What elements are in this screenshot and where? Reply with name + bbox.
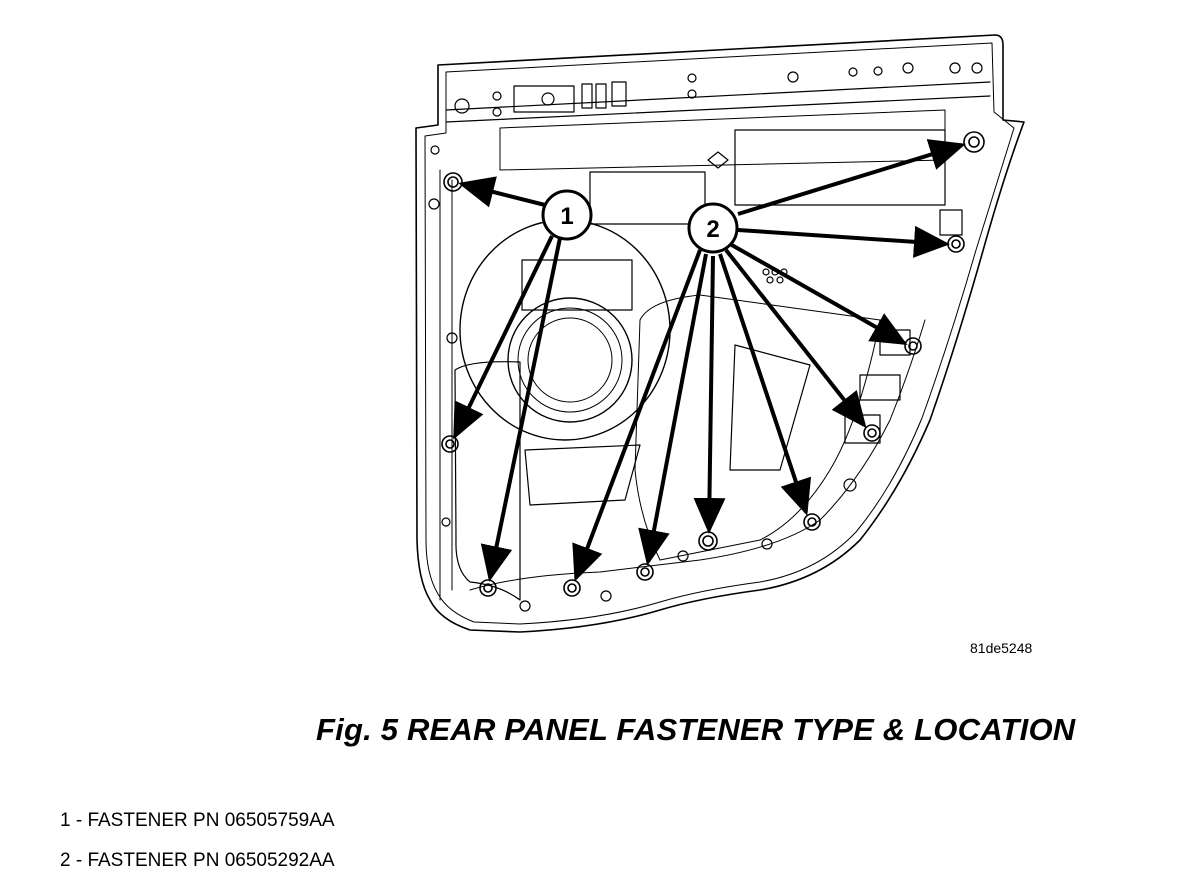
callout-2-arrow-8 xyxy=(572,249,702,582)
pocket-left xyxy=(521,259,633,311)
callout-2-arrow-6 xyxy=(693,255,726,534)
callout-1: 1 xyxy=(541,189,593,241)
legend: 1 - FASTENER PN 06505759AA 2 - FASTENER … xyxy=(60,810,335,890)
pocket-center xyxy=(589,171,706,225)
top-holes xyxy=(428,62,983,210)
callout-2-arrow-2 xyxy=(737,225,950,258)
callout-2-arrow-4 xyxy=(724,248,867,429)
window-channel xyxy=(499,109,946,171)
door-panel-inner-outline xyxy=(424,42,1015,625)
top-rail xyxy=(445,81,991,123)
armrest-shape xyxy=(454,361,521,601)
callout-2: 2 xyxy=(687,202,739,254)
callout-2-arrow-1 xyxy=(737,139,966,216)
callout-2-number: 2 xyxy=(706,216,719,243)
legend-item-1: 1 - FASTENER PN 06505759AA xyxy=(60,810,335,831)
callout-1-arrow-left xyxy=(453,235,554,440)
callout-1-arrow-top xyxy=(458,176,546,208)
callout-1-arrow-bottom xyxy=(480,237,562,582)
left-channel xyxy=(439,169,453,601)
inner-contour-2 xyxy=(469,319,926,591)
callout-2-arrows xyxy=(572,139,966,582)
lower-trim xyxy=(524,444,641,506)
right-trim xyxy=(729,344,811,471)
callout-1-arrows xyxy=(453,176,562,582)
figure-id: 81de5248 xyxy=(970,640,1033,656)
callout-2-arrow-7 xyxy=(638,253,708,566)
pocket-right xyxy=(734,129,946,206)
speaker xyxy=(459,219,671,441)
legend-item-2: 2 - FASTENER PN 06505292AA xyxy=(60,850,335,871)
callout-2-arrow-5 xyxy=(718,253,812,516)
fastener-bosses xyxy=(441,131,985,597)
callout-2-arrow-3 xyxy=(729,242,908,345)
door-panel-diagram: 1 2 xyxy=(415,34,1025,633)
callout-1-number: 1 xyxy=(560,203,573,230)
figure-caption: Fig. 5 REAR PANEL FASTENER TYPE & LOCATI… xyxy=(316,712,1076,747)
door-panel-outline xyxy=(415,34,1025,633)
